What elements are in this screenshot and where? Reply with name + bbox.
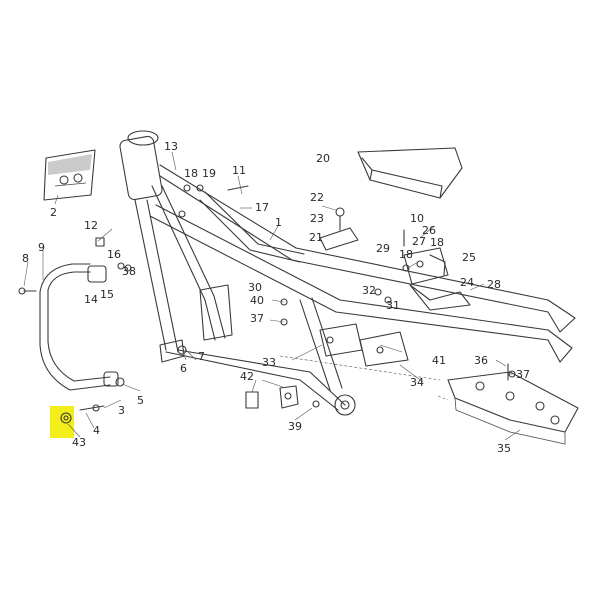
callout-13: 13 [164, 140, 178, 153]
callout-33: 33 [262, 356, 276, 369]
callout-41: 41 [432, 354, 446, 367]
callout-7: 7 [198, 350, 205, 363]
callout-42: 42 [240, 370, 254, 383]
callout-37a: 37 [516, 368, 530, 381]
callout-36: 36 [474, 354, 488, 367]
callout-34: 34 [410, 376, 424, 389]
callout-27: 27 [412, 235, 426, 248]
callout-3: 3 [118, 404, 125, 417]
callout-37b: 37 [250, 312, 264, 325]
bracket-21-drawing [319, 207, 359, 251]
clamps-42-drawing [245, 385, 299, 409]
callout-14: 14 [84, 293, 98, 306]
callout-18c: 18 [430, 236, 444, 249]
crash-bar-drawing [39, 263, 119, 391]
callout-30: 30 [248, 281, 262, 294]
frame-plate-detail-drawing [43, 149, 96, 201]
callout-38: 38 [122, 265, 136, 278]
callout-12: 12 [84, 219, 98, 232]
callout-16: 16 [107, 248, 121, 261]
callout-20: 20 [316, 152, 330, 165]
callout-28: 28 [487, 278, 501, 291]
callout-23: 23 [310, 212, 324, 225]
rear-bracket-drawing [403, 247, 471, 311]
callout-9: 9 [38, 241, 45, 254]
callout-31: 31 [386, 299, 400, 312]
callout-10: 10 [410, 212, 424, 225]
callout-29: 29 [376, 242, 390, 255]
callout-18a: 18 [184, 167, 198, 180]
callout-24: 24 [460, 276, 474, 289]
callout-4: 4 [93, 424, 100, 437]
callout-25: 25 [462, 251, 476, 264]
main-frame-drawing [119, 130, 576, 416]
callout-15: 15 [100, 288, 114, 301]
callout-26: 26 [422, 224, 436, 237]
callout-2: 2 [50, 206, 57, 219]
callout-22: 22 [310, 191, 324, 204]
callout-32: 32 [362, 284, 376, 297]
callout-5: 5 [137, 394, 144, 407]
leader-lines [23, 151, 521, 441]
callout-40: 40 [250, 294, 264, 307]
callout-35: 35 [497, 442, 511, 455]
callout-17: 17 [255, 201, 269, 214]
callout-39: 39 [288, 420, 302, 433]
callout-43: 43 [72, 436, 86, 449]
callout-21: 21 [309, 231, 323, 244]
callout-19: 19 [202, 167, 216, 180]
callout-6: 6 [180, 362, 187, 375]
callout-1: 1 [275, 216, 282, 229]
part-43-highlight [50, 406, 74, 438]
callout-labels: 1 2 3 4 5 6 7 8 9 10 11 12 13 14 15 16 1… [22, 140, 530, 455]
callout-18b: 18 [399, 248, 413, 261]
callout-11: 11 [232, 164, 246, 177]
skid-plate-drawing [437, 371, 579, 445]
callout-8: 8 [22, 252, 29, 265]
lower-brackets-drawing [279, 323, 441, 381]
battery-tray-drawing [357, 147, 463, 199]
